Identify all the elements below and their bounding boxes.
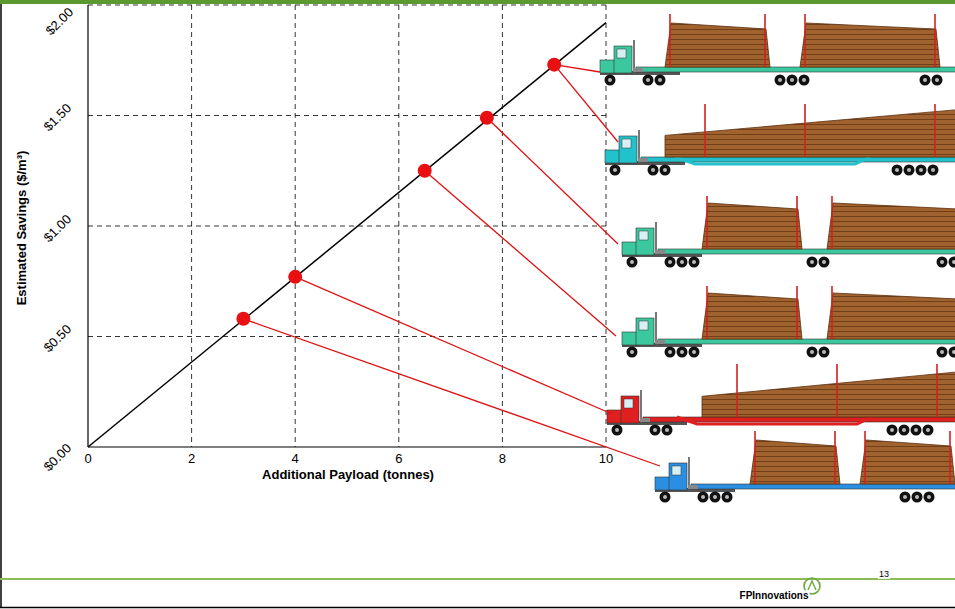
log-truck <box>655 431 955 503</box>
page-number: 13 <box>878 569 890 579</box>
top-bar <box>0 0 955 4</box>
leader-line <box>425 171 616 336</box>
log-truck <box>600 14 955 86</box>
tick-label: 2 <box>187 452 196 467</box>
leader-lines <box>243 65 660 466</box>
data-point <box>418 164 432 178</box>
truck-illustrations <box>600 14 955 503</box>
leader-line <box>554 65 618 142</box>
axis-title: Estimated Savings ($/m³) <box>15 150 30 307</box>
tick-label: 8 <box>498 452 507 467</box>
data-point <box>236 312 250 326</box>
log-truck <box>607 364 955 436</box>
log-truck <box>605 104 955 176</box>
data-point <box>480 111 494 125</box>
logo-text: FPInnovations <box>739 590 810 602</box>
tick-label: $0.50 <box>41 322 76 357</box>
log-truck <box>622 196 955 268</box>
data-point <box>547 58 561 72</box>
tick-label: $0.00 <box>41 441 76 476</box>
y-axis <box>87 5 88 447</box>
tick-label: 0 <box>83 452 92 467</box>
tick-label: 10 <box>598 452 614 467</box>
tick-label: 6 <box>394 452 403 467</box>
tick-label: 4 <box>291 452 300 467</box>
data-point <box>288 270 302 284</box>
grid-line <box>88 226 606 227</box>
page-border <box>0 4 2 608</box>
x-axis <box>88 446 606 447</box>
trend-line <box>88 23 606 447</box>
tick-label: $1.00 <box>41 212 76 247</box>
grid-line <box>88 5 606 6</box>
page-border <box>0 607 955 609</box>
leader-line <box>243 319 660 466</box>
leader-line <box>487 118 618 244</box>
tick-label: $1.50 <box>41 101 76 136</box>
log-truck <box>622 286 955 358</box>
grid-line <box>88 115 606 116</box>
axis-title: Additional Payload (tonnes) <box>261 468 435 483</box>
grid-line <box>88 336 606 337</box>
tick-label: $2.00 <box>43 5 78 40</box>
grid-lines <box>88 5 606 447</box>
